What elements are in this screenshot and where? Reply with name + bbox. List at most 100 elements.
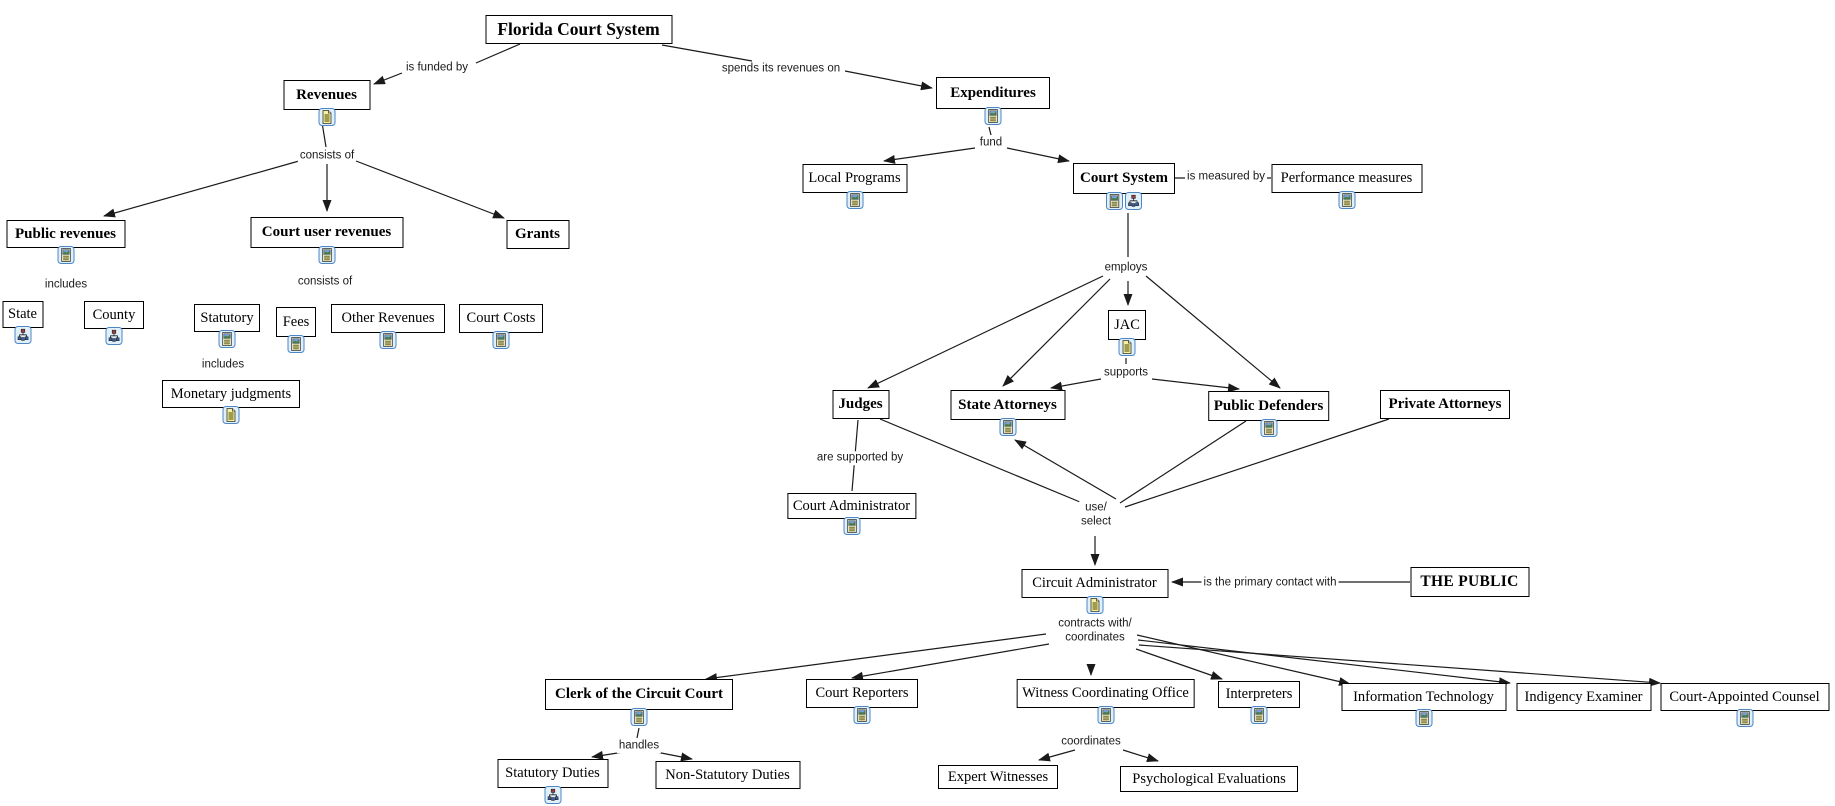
link-label-includes-1: includes: [42, 278, 90, 292]
node-court-administrator[interactable]: Court Administrator: [786, 493, 917, 519]
resource-icons: [999, 418, 1016, 436]
node-label: Information Technology: [1353, 688, 1494, 705]
node-court-user-revenues[interactable]: Court user revenues: [250, 217, 403, 248]
document-icon[interactable]: [1086, 596, 1103, 614]
node-judges[interactable]: Judges: [832, 390, 889, 419]
document-icon[interactable]: [222, 406, 240, 424]
document-image-icon[interactable]: [1106, 192, 1123, 210]
document-image-icon[interactable]: [57, 246, 74, 264]
node-non-statutory-duties[interactable]: Non-Statutory Duties: [655, 761, 800, 789]
resource-icons: [1415, 709, 1432, 727]
document-image-icon[interactable]: [853, 706, 871, 724]
hierarchy-icon[interactable]: [544, 786, 561, 804]
node-interpreters[interactable]: Interpreters: [1218, 681, 1300, 708]
node-label: Revenues: [296, 86, 357, 103]
document-image-icon[interactable]: [218, 330, 236, 348]
node-statutory[interactable]: Statutory: [194, 304, 260, 332]
node-state[interactable]: State: [2, 301, 43, 328]
node-statutory-duties[interactable]: Statutory Duties: [497, 759, 608, 788]
document-image-icon[interactable]: [1338, 191, 1355, 209]
node-florida-court-system[interactable]: Florida Court System: [485, 15, 672, 44]
link-line: [879, 418, 1081, 503]
document-image-icon[interactable]: [984, 107, 1002, 125]
document-image-icon[interactable]: [318, 246, 335, 264]
node-court-reporters[interactable]: Court Reporters: [806, 679, 918, 708]
hierarchy-icon[interactable]: [105, 327, 123, 345]
link-label-line: consists of: [297, 275, 353, 288]
link-label-is-funded-by: is funded by: [403, 61, 471, 75]
link-line: [636, 727, 640, 739]
node-witness-coordinating-office[interactable]: Witness Coordinating Office: [1016, 679, 1195, 708]
node-label: Court Reporters: [815, 685, 909, 701]
node-performance-measures[interactable]: Performance measures: [1271, 164, 1422, 193]
document-image-icon[interactable]: [1260, 419, 1277, 437]
document-image-icon[interactable]: [379, 331, 397, 349]
link-label-employs: employs: [1102, 261, 1150, 275]
link-label-are-supported-by: are supported by: [814, 451, 906, 465]
link-arrow: [1138, 644, 1661, 687]
node-revenues[interactable]: Revenues: [283, 80, 370, 110]
node-local-programs[interactable]: Local Programs: [802, 164, 907, 193]
node-clerk-of-the-circuit-court[interactable]: Clerk of the Circuit Court: [545, 679, 733, 710]
link-arrow: [1050, 378, 1102, 391]
node-expert-witnesses[interactable]: Expert Witnesses: [938, 765, 1058, 789]
node-court-appointed-counsel[interactable]: Court-Appointed Counsel: [1660, 683, 1829, 711]
node-jac[interactable]: JAC: [1108, 310, 1146, 340]
resource-icons: [222, 406, 240, 424]
document-image-icon[interactable]: [630, 708, 648, 726]
document-image-icon[interactable]: [999, 418, 1016, 436]
document-image-icon[interactable]: [846, 191, 863, 209]
node-label: Expenditures: [950, 84, 1036, 101]
document-image-icon[interactable]: [1736, 709, 1753, 727]
document-icon[interactable]: [1118, 338, 1136, 356]
node-label: THE PUBLIC: [1420, 573, 1519, 590]
resource-icons: [1106, 192, 1142, 210]
link-label-fund: fund: [977, 136, 1005, 150]
node-public-defenders[interactable]: Public Defenders: [1207, 391, 1330, 421]
hierarchy-icon[interactable]: [14, 326, 31, 344]
node-label: Performance measures: [1280, 170, 1413, 186]
hierarchy-icon[interactable]: [1125, 192, 1142, 210]
link-label-line: handles: [618, 739, 660, 752]
node-information-technology[interactable]: Information Technology: [1341, 683, 1506, 711]
node-circuit-administrator[interactable]: Circuit Administrator: [1021, 569, 1168, 598]
link-line: [988, 126, 992, 136]
node-label: Witness Coordinating Office: [1022, 685, 1189, 701]
node-private-attorneys[interactable]: Private Attorneys: [1380, 390, 1510, 419]
node-county[interactable]: County: [84, 301, 144, 329]
document-image-icon[interactable]: [492, 331, 510, 349]
node-public-revenues[interactable]: Public revenues: [6, 220, 125, 248]
link-label-line: includes: [201, 358, 245, 371]
node-indigency-examiner[interactable]: Indigency Examiner: [1516, 683, 1651, 711]
node-label: Judges: [838, 396, 883, 412]
node-other-revenues[interactable]: Other Revenues: [331, 304, 445, 333]
document-image-icon[interactable]: [1097, 706, 1114, 724]
node-label: Other Revenues: [341, 310, 435, 326]
resource-icons: [105, 327, 123, 345]
document-image-icon[interactable]: [843, 517, 860, 535]
node-state-attorneys[interactable]: State Attorneys: [950, 390, 1065, 420]
node-court-system[interactable]: Court System: [1073, 163, 1175, 194]
node-label: Court System: [1080, 170, 1168, 186]
link-arrow: [883, 147, 976, 164]
node-the-public[interactable]: THE PUBLIC: [1410, 567, 1529, 597]
link-arrow: [1151, 378, 1240, 393]
document-icon[interactable]: [318, 108, 335, 126]
document-image-icon[interactable]: [1415, 709, 1432, 727]
link-label-contracts-with-coordinates: contracts with/coordinates: [1056, 617, 1134, 645]
node-monetary-judgments[interactable]: Monetary judgments: [162, 380, 300, 408]
node-grants[interactable]: Grants: [506, 220, 569, 249]
node-expenditures[interactable]: Expenditures: [936, 77, 1050, 109]
node-court-costs[interactable]: Court Costs: [459, 304, 543, 333]
document-image-icon[interactable]: [287, 335, 305, 353]
link-arrow: [851, 643, 1050, 681]
link-label-handles: handles: [616, 739, 662, 753]
link-arrow: [373, 72, 403, 85]
resource-icons: [1736, 709, 1753, 727]
node-psychological-evaluations[interactable]: Psychological Evaluations: [1120, 766, 1298, 792]
node-fees[interactable]: Fees: [276, 307, 316, 337]
node-label: Private Attorneys: [1388, 396, 1502, 412]
resource-icons: [1338, 191, 1355, 209]
link-label-line: coordinates: [1061, 735, 1121, 748]
document-image-icon[interactable]: [1250, 706, 1268, 724]
